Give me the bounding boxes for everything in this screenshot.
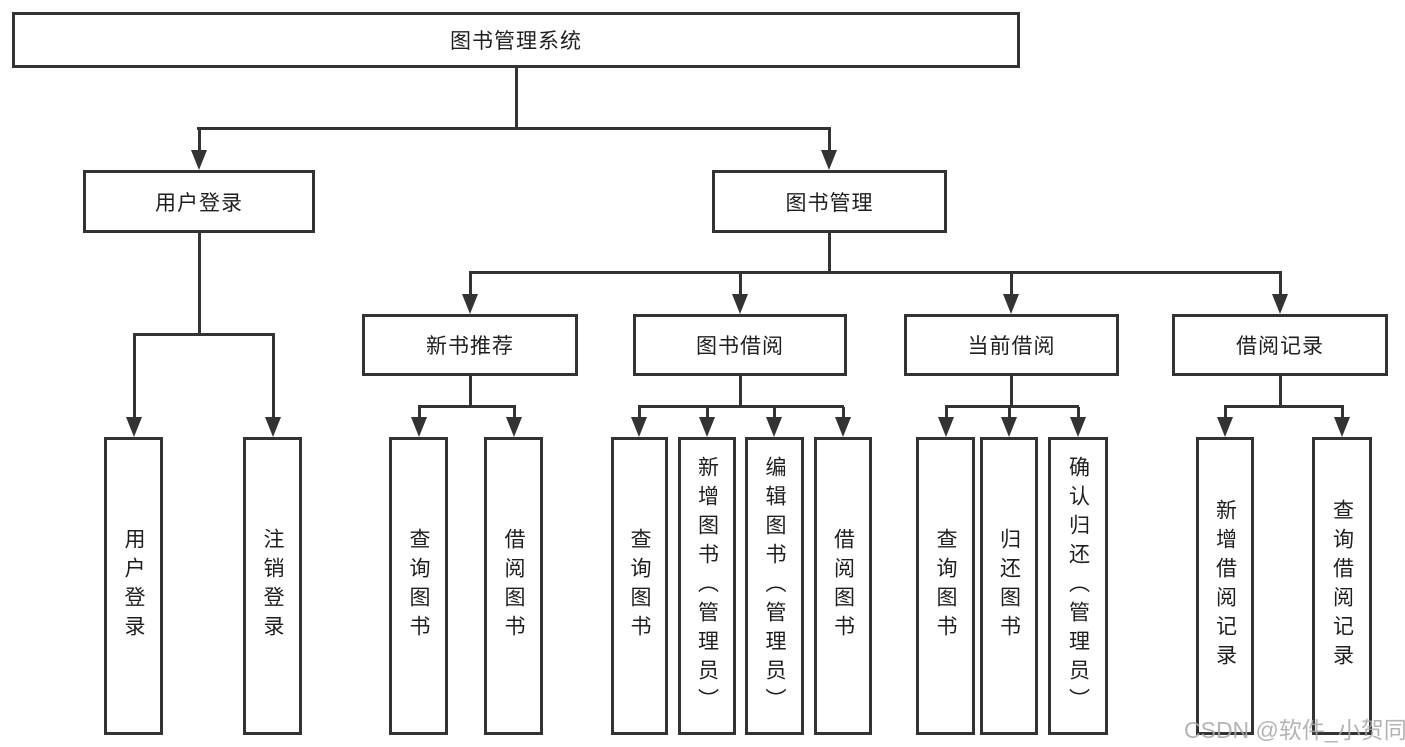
connector-line xyxy=(513,407,516,419)
node-book-management: 图书管理 xyxy=(712,170,947,233)
node-root-library-system: 图书管理系统 xyxy=(12,12,1020,68)
arrowhead-icon xyxy=(938,417,954,437)
connector-line xyxy=(828,129,831,155)
connector-line xyxy=(1224,405,1344,408)
arrowhead-icon xyxy=(631,417,647,437)
node-book-borrow: 图书借阅 xyxy=(633,314,847,376)
leaf-borrow-borrow-books: 借阅图书 xyxy=(814,437,872,735)
connector-line xyxy=(638,405,844,408)
arrowhead-icon xyxy=(1003,294,1019,314)
leaf-records-add-record: 新增借阅记录 xyxy=(1196,437,1254,735)
arrowhead-icon xyxy=(835,417,851,437)
node-user-login: 用户登录 xyxy=(83,170,315,233)
connector-line xyxy=(418,407,421,419)
csdn-watermark: CSDN @软件_小贺同学 xyxy=(1184,717,1405,743)
leaf-borrow-add-books-admin: 新增图书（管理员） xyxy=(678,437,736,735)
arrowhead-icon xyxy=(191,150,207,170)
connector-line xyxy=(828,233,831,274)
connector-line xyxy=(133,335,136,419)
connector-line xyxy=(638,407,641,419)
connector-line xyxy=(133,333,275,336)
connector-line xyxy=(1010,273,1013,296)
leaf-current-return-books: 归还图书 xyxy=(980,437,1038,735)
leaf-recommend-query-books: 查询图书 xyxy=(389,437,448,735)
connector-line xyxy=(1008,407,1011,419)
leaf-user-login: 用户登录 xyxy=(104,437,163,735)
arrowhead-icon xyxy=(766,417,782,437)
connector-line xyxy=(1279,273,1282,296)
connector-line xyxy=(739,376,742,408)
arrowhead-icon xyxy=(462,294,478,314)
connector-line xyxy=(1077,407,1080,419)
leaf-logout: 注销登录 xyxy=(243,437,302,735)
leaf-current-query-books: 查询图书 xyxy=(916,437,975,735)
leaf-borrow-edit-books-admin: 编辑图书（管理员） xyxy=(745,437,804,735)
connector-line xyxy=(1341,407,1344,419)
connector-line xyxy=(1279,376,1282,408)
arrowhead-icon xyxy=(732,294,748,314)
connector-line xyxy=(706,407,709,419)
connector-line xyxy=(272,335,275,419)
connector-line xyxy=(198,233,201,336)
arrowhead-icon xyxy=(1001,417,1017,437)
node-current-borrow: 当前借阅 xyxy=(904,314,1119,376)
arrowhead-icon xyxy=(699,417,715,437)
connector-line xyxy=(515,68,518,129)
connector-line xyxy=(739,273,742,296)
connector-line xyxy=(469,271,1282,274)
connector-line xyxy=(1224,407,1227,419)
arrowhead-icon xyxy=(1272,294,1288,314)
arrowhead-icon xyxy=(126,417,142,437)
arrowhead-icon xyxy=(411,417,427,437)
arrowhead-icon xyxy=(1070,417,1086,437)
leaf-records-query-record: 查询借阅记录 xyxy=(1312,437,1372,735)
connector-line xyxy=(198,129,201,155)
arrowhead-icon xyxy=(506,417,522,437)
connector-line xyxy=(469,273,472,296)
node-borrow-records: 借阅记录 xyxy=(1172,314,1388,376)
arrowhead-icon xyxy=(1217,417,1233,437)
leaf-current-confirm-return-admin: 确认归还（管理员） xyxy=(1048,437,1108,735)
arrowhead-icon xyxy=(821,150,837,170)
connector-line xyxy=(945,405,1079,408)
connector-line xyxy=(842,407,845,419)
leaf-borrow-query-books: 查询图书 xyxy=(611,437,668,735)
node-new-book-recommend: 新书推荐 xyxy=(362,314,578,376)
arrowhead-icon xyxy=(1334,417,1350,437)
connector-line xyxy=(418,405,516,408)
arrowhead-icon xyxy=(265,417,281,437)
connector-line xyxy=(469,376,472,408)
connector-line xyxy=(1010,376,1013,408)
connector-line xyxy=(197,127,831,130)
connector-line xyxy=(945,407,948,419)
connector-line xyxy=(773,407,776,419)
leaf-recommend-borrow-books: 借阅图书 xyxy=(484,437,543,735)
